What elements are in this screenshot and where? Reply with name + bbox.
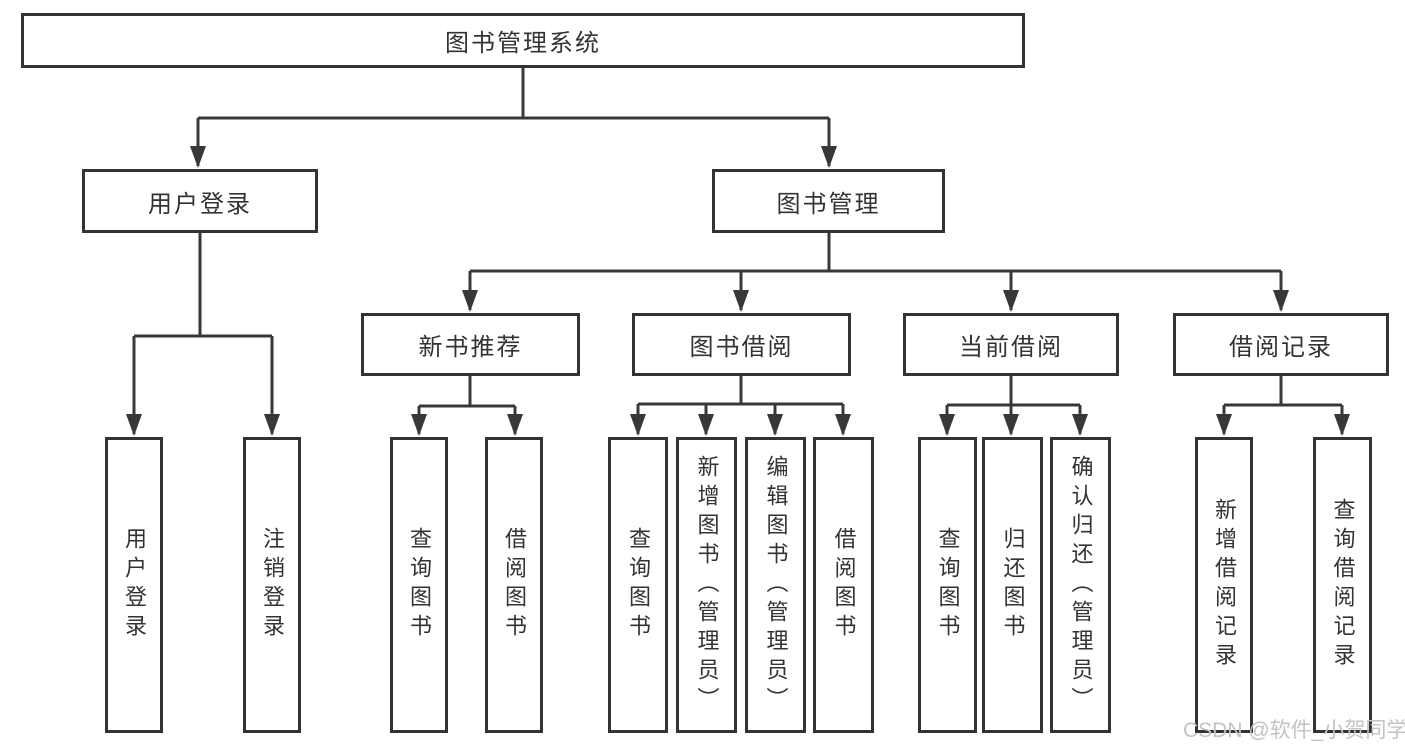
leaf-add-books-admin: 新增图书（管理员） — [676, 437, 737, 733]
node-library-management-system: 图书管理系统 — [21, 13, 1025, 68]
node-current-borrowing: 当前借阅 — [903, 313, 1119, 376]
arrowhead — [630, 414, 646, 436]
leaf-edit-books-admin: 编辑图书（管理员） — [745, 437, 806, 733]
node-borrowing-records: 借阅记录 — [1173, 313, 1389, 376]
node-book-management: 图书管理 — [712, 169, 945, 233]
leaf-label: 查询图书 — [935, 527, 961, 643]
node-label: 当前借阅 — [959, 334, 1063, 361]
leaf-query-books: 查询图书 — [608, 437, 668, 733]
arrowhead — [767, 414, 783, 436]
leaf-label: 确认归还（管理员） — [1068, 454, 1094, 716]
leaf-label: 新增图书（管理员） — [694, 454, 720, 716]
node-label: 图书管理系统 — [445, 30, 601, 57]
node-label: 新书推荐 — [418, 334, 523, 361]
leaf-label: 归还图书 — [1000, 527, 1026, 643]
leaf-label: 借阅图书 — [502, 527, 527, 643]
leaf-query-books: 查询图书 — [918, 437, 977, 733]
arrowhead — [939, 414, 955, 436]
connector-lines — [132, 68, 1344, 434]
leaf-borrow-books: 借阅图书 — [813, 437, 874, 733]
node-book-borrowing: 图书借阅 — [632, 313, 851, 376]
arrowhead — [1003, 290, 1019, 312]
leaf-label: 新增借阅记录 — [1212, 498, 1237, 672]
arrowhead — [733, 290, 749, 312]
arrowhead — [507, 414, 523, 436]
arrowhead — [1216, 414, 1232, 436]
leaf-label: 编辑图书（管理员） — [763, 454, 789, 716]
connector-user-login-to-leaves — [132, 233, 274, 434]
arrowhead — [190, 146, 206, 168]
arrowhead — [1072, 414, 1088, 436]
connector-new-book-to-leaves — [417, 376, 517, 434]
leaf-query-borrow-record: 查询借阅记录 — [1313, 437, 1372, 733]
leaf-user-login: 用户登录 — [105, 437, 163, 733]
node-new-book-recommend: 新书推荐 — [361, 313, 580, 376]
arrowhead — [264, 414, 280, 436]
arrowhead — [462, 290, 478, 312]
leaf-query-books: 查询图书 — [390, 437, 448, 733]
leaf-return-books: 归还图书 — [982, 437, 1043, 733]
node-label: 用户登录 — [148, 190, 252, 218]
connector-borrow-records-to-leaves — [1222, 376, 1344, 434]
leaf-label: 借阅图书 — [831, 527, 857, 643]
leaf-label: 注销登录 — [260, 527, 285, 643]
leaf-label: 查询图书 — [407, 527, 432, 643]
node-user-login: 用户登录 — [82, 169, 318, 233]
leaf-add-borrow-record: 新增借阅记录 — [1195, 437, 1253, 733]
arrowhead — [835, 414, 851, 436]
arrowhead — [126, 414, 142, 436]
connector-book-mgmt-to-level3 — [468, 233, 1283, 310]
leaf-label: 查询图书 — [626, 527, 651, 643]
connector-book-borrow-to-leaves — [636, 376, 845, 434]
connector-root-to-level2 — [196, 68, 831, 166]
leaf-borrow-books: 借阅图书 — [485, 437, 543, 733]
arrowhead — [821, 146, 837, 168]
arrowhead — [411, 414, 427, 436]
leaf-logout: 注销登录 — [243, 437, 301, 733]
node-label: 借阅记录 — [1229, 334, 1333, 361]
arrowheads — [126, 146, 1350, 436]
arrowhead — [1003, 414, 1019, 436]
leaf-label: 查询借阅记录 — [1330, 498, 1356, 672]
node-label: 图书借阅 — [689, 334, 794, 361]
leaf-confirm-return-admin: 确认归还（管理员） — [1050, 437, 1111, 733]
arrowhead — [1273, 290, 1289, 312]
leaf-label: 用户登录 — [122, 527, 147, 643]
node-label: 图书管理 — [776, 190, 881, 218]
arrowhead — [698, 414, 714, 436]
arrowhead — [1334, 414, 1350, 436]
